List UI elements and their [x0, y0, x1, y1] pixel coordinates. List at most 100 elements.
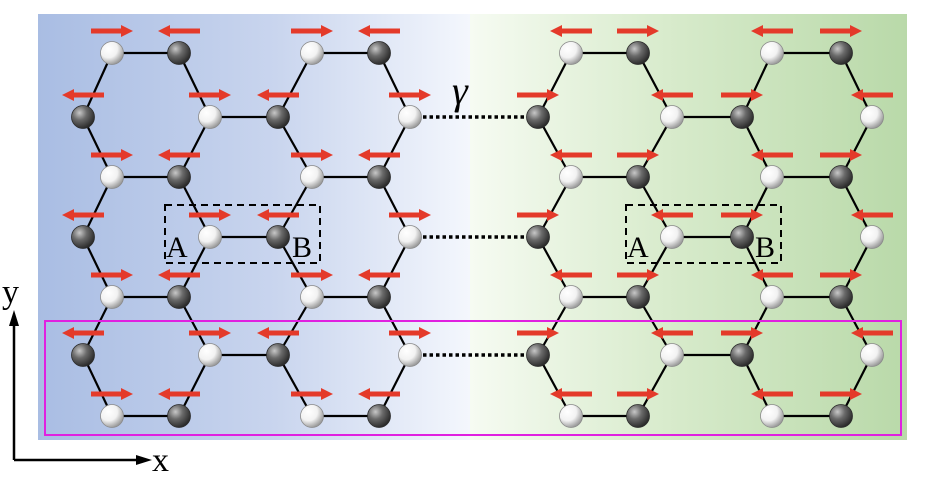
atom-b-sphere-icon	[829, 285, 853, 309]
atom-b-sphere-icon	[829, 41, 853, 65]
atom-a-sphere-icon	[860, 225, 884, 249]
atom-b-sphere-icon	[730, 343, 754, 367]
arrow-icon	[62, 89, 104, 101]
arrow-head	[751, 89, 763, 101]
arrow-icon	[851, 327, 893, 339]
arrow-icon	[62, 209, 104, 221]
atom-b-sphere-icon	[167, 404, 191, 428]
arrow-icon	[158, 269, 200, 281]
atom-b-sphere-icon	[167, 41, 191, 65]
arrow-head	[851, 209, 863, 221]
arrow-icon	[751, 269, 793, 281]
arrow-icon	[257, 89, 299, 101]
arrow-icon	[820, 388, 862, 400]
atom-b-sphere-icon	[266, 105, 290, 129]
arrow-icon	[189, 89, 231, 101]
left-flake-background	[38, 14, 470, 440]
arrow-head	[257, 89, 269, 101]
arrow-icon	[751, 388, 793, 400]
arrow-icon	[189, 327, 231, 339]
atom-a-sphere-icon	[100, 404, 124, 428]
atom-b-sphere-icon	[526, 105, 550, 129]
arrow-icon	[358, 25, 400, 37]
arrow-icon	[651, 89, 693, 101]
arrow-icon	[158, 388, 200, 400]
atom-a-sphere-icon	[760, 41, 784, 65]
atom-a-sphere-icon	[300, 165, 324, 189]
arrow-head	[651, 327, 663, 339]
arrow-head	[62, 89, 74, 101]
atom-a-sphere-icon	[300, 285, 324, 309]
arrow-head	[751, 149, 763, 161]
atom-a-sphere-icon	[398, 105, 422, 129]
atom-a-sphere-icon	[559, 285, 583, 309]
atom-b-sphere-icon	[730, 225, 754, 249]
arrow-icon	[291, 388, 333, 400]
arrow-icon	[617, 269, 659, 281]
arrow-icon	[651, 209, 693, 221]
atom-a-sphere-icon	[398, 343, 422, 367]
arrow-head	[751, 388, 763, 400]
arrow-icon	[617, 388, 659, 400]
atom-b-sphere-icon	[626, 404, 650, 428]
arrow-icon	[550, 149, 592, 161]
arrow-head	[547, 209, 559, 221]
arrow-head	[850, 25, 862, 37]
arrow-head	[850, 388, 862, 400]
atom-b-sphere-icon	[626, 41, 650, 65]
arrow-head	[121, 25, 133, 37]
arrow-head	[850, 149, 862, 161]
arrow-head	[647, 269, 659, 281]
arrow-head	[257, 327, 269, 339]
atom-b-sphere-icon	[367, 41, 391, 65]
atom-a-sphere-icon	[559, 41, 583, 65]
arrow-head	[550, 269, 562, 281]
arrow-icon	[158, 25, 200, 37]
arrow-head	[219, 209, 231, 221]
atom-a-sphere-icon	[300, 404, 324, 428]
arrow-icon	[851, 209, 893, 221]
atom-b-sphere-icon	[71, 343, 95, 367]
arrow-head	[121, 388, 133, 400]
arrow-head	[850, 269, 862, 281]
arrow-head	[550, 25, 562, 37]
unit-cell-box-left	[164, 204, 321, 264]
arrow-icon	[851, 89, 893, 101]
arrow-head	[121, 149, 133, 161]
atom-b-sphere-icon	[626, 165, 650, 189]
arrow-icon	[651, 327, 693, 339]
arrow-head	[358, 269, 370, 281]
arrow-head	[321, 269, 333, 281]
arrow-icon	[751, 149, 793, 161]
arrow-icon	[820, 25, 862, 37]
arrow-head	[158, 25, 170, 37]
arrow-icon	[91, 149, 133, 161]
arrow-icon	[617, 25, 659, 37]
atom-b-sphere-icon	[71, 105, 95, 129]
arrow-icon	[91, 269, 133, 281]
arrow-icon	[291, 149, 333, 161]
atom-a-sphere-icon	[760, 165, 784, 189]
arrow-icon	[820, 149, 862, 161]
arrow-head	[158, 269, 170, 281]
atom-a-sphere-icon	[398, 225, 422, 249]
arrow-head	[419, 89, 431, 101]
arrow-icon	[91, 388, 133, 400]
arrow-head	[62, 327, 74, 339]
arrow-head	[419, 327, 431, 339]
arrow-icon	[517, 209, 559, 221]
atom-a-sphere-icon	[559, 404, 583, 428]
x-axis-arrowhead	[136, 455, 152, 465]
arrow-head	[358, 149, 370, 161]
arrow-head	[751, 209, 763, 221]
atom-a-sphere-icon	[760, 285, 784, 309]
arrow-icon	[291, 25, 333, 37]
atom-a-sphere-icon	[660, 225, 684, 249]
arrow-head	[257, 209, 269, 221]
gamma-label: γ	[452, 68, 469, 113]
unit-cell-label-b-left: B	[292, 231, 312, 264]
atom-a-sphere-icon	[860, 343, 884, 367]
arrow-head	[647, 149, 659, 161]
highlight-row-box	[44, 320, 902, 436]
atom-a-sphere-icon	[559, 165, 583, 189]
